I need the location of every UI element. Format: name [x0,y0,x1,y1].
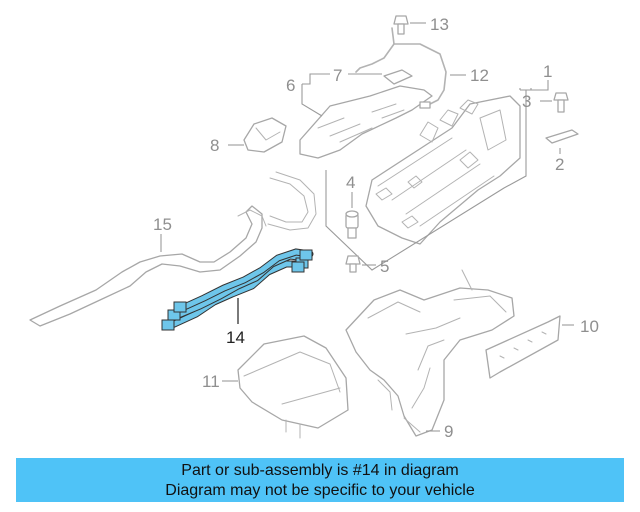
junction-box-part-11[interactable] [237,335,349,439]
bolt-part-13[interactable] [393,15,409,35]
callout-9: 9 [444,422,453,441]
callout-2: 2 [555,155,564,174]
callout-5: 5 [380,257,389,276]
cap-part-8[interactable] [243,117,287,153]
banner-line-1: Part or sub-assembly is #14 in diagram [181,462,459,479]
callout-14: 14 [226,328,245,347]
callout-4: 4 [346,173,355,192]
banner-line-2: Diagram may not be specific to your vehi… [165,482,475,499]
bracket-part-2[interactable] [545,129,579,144]
callout-11: 11 [202,372,220,391]
callout-6: 6 [286,76,295,95]
bolt-part-3[interactable] [553,92,569,113]
callout-8: 8 [210,136,219,155]
callout-15: 15 [153,215,172,234]
callout-7: 7 [333,66,342,85]
info-banner: Part or sub-assembly is #14 in diagram D… [16,458,624,502]
inverter-assembly-part[interactable] [365,95,521,245]
harness-part-14[interactable] [161,248,314,331]
mounting-bracket-part-9[interactable] [345,269,515,437]
callout-12: 12 [470,66,489,85]
plate-bracket-part-10[interactable] [485,315,561,379]
cover-part-6[interactable] [299,85,433,159]
bolt-part-5[interactable] [345,255,361,273]
cable-part-15[interactable] [29,171,317,327]
bushing-part-4[interactable] [345,210,359,239]
ground-wire-part-12[interactable] [355,27,447,109]
connector-part-7[interactable] [383,69,413,85]
callout-1: 1 [543,62,552,81]
callout-13: 13 [430,15,449,34]
callout-3: 3 [522,92,531,111]
callout-10: 10 [580,317,599,336]
